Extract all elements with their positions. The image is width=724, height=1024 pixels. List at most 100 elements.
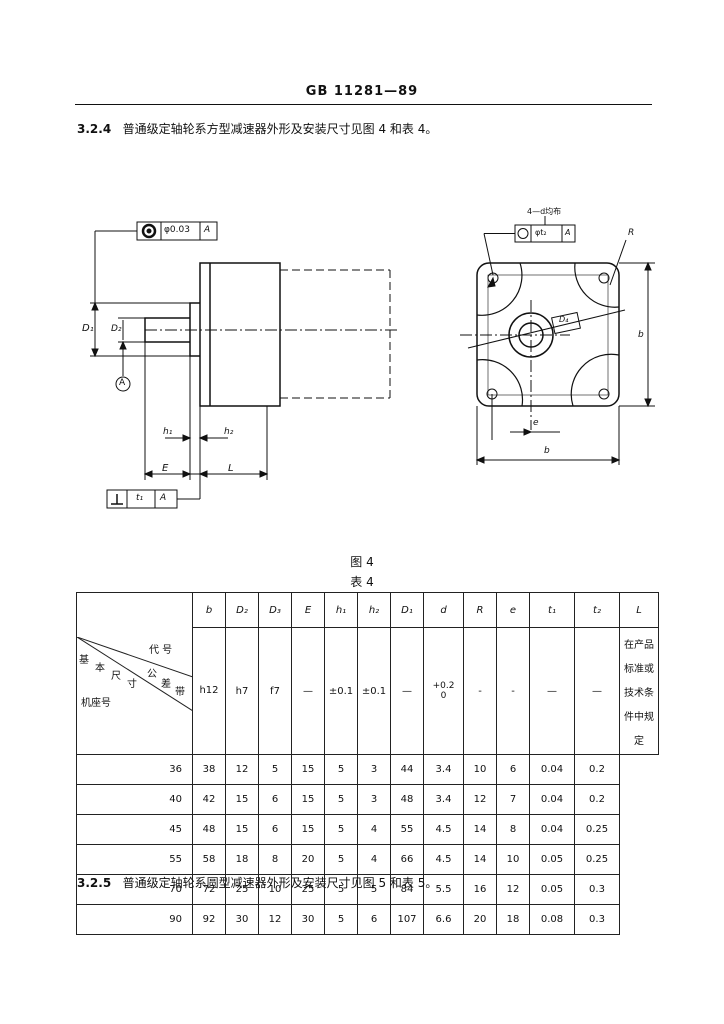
- tol-cell: h7: [225, 627, 259, 755]
- value-cell: 25: [225, 874, 259, 905]
- tol-cell: f7: [258, 627, 292, 755]
- table-caption: 表 4: [350, 575, 374, 589]
- figure-4-drawing: [90, 216, 655, 509]
- col-code: E: [291, 592, 325, 628]
- value-cell: 10: [463, 754, 497, 785]
- label-e: e: [533, 418, 539, 428]
- value-cell: 20: [291, 844, 325, 875]
- value-cell: 48: [390, 784, 424, 815]
- value-cell: 3.4: [423, 754, 464, 785]
- value-cell: 14: [463, 814, 497, 845]
- label-4d-note: 4—d均布: [527, 207, 562, 216]
- value-cell: 0.04: [529, 784, 575, 815]
- col-code: e: [496, 592, 530, 628]
- value-cell: 0.2: [574, 754, 620, 785]
- tol-cell: -: [463, 627, 497, 755]
- section-number: 3.2.4: [77, 122, 112, 136]
- value-cell: 72: [192, 874, 226, 905]
- value-cell: 3.4: [423, 784, 464, 815]
- col-code: t₂: [574, 592, 620, 628]
- section-number: 3.2.5: [77, 876, 112, 890]
- value-cell: 14: [463, 844, 497, 875]
- label-d4: D₄: [559, 315, 569, 324]
- label-l: L: [228, 463, 234, 474]
- value-cell: 107: [390, 904, 424, 935]
- col-code: R: [463, 592, 497, 628]
- value-cell: 0.25: [574, 844, 620, 875]
- label-b-vertical: b: [638, 330, 644, 340]
- value-cell: 4.5: [423, 814, 464, 845]
- figure-caption: 图 4: [350, 555, 374, 569]
- section-3-2-4: 3.2.4 普通级定轴轮系方型减速器外形及安装尺寸见图 4 和表 4。: [77, 120, 437, 137]
- section-text: 普通级定轴轮系方型减速器外形及安装尺寸见图 4 和表 4。: [122, 122, 438, 136]
- tol-cell: —: [390, 627, 424, 755]
- tol-cell: +0.2 0: [423, 627, 464, 755]
- value-cell: 0.04: [529, 814, 575, 845]
- value-cell: 0.05: [529, 874, 575, 905]
- d4-label-box: [551, 311, 581, 335]
- frame-number-cell: 40: [76, 784, 193, 815]
- value-cell: 15: [291, 754, 325, 785]
- l-note-cell: 在产品标准或技术条件中规定: [619, 627, 659, 755]
- section-text: 普通级定轴轮系圆型减速器外形及安装尺寸见图 5 和表 5。: [122, 876, 438, 890]
- col-code: L: [619, 592, 659, 628]
- value-cell: 0.3: [574, 904, 620, 935]
- value-cell: 6: [258, 814, 292, 845]
- tol-bottom-value: t₁: [136, 493, 144, 503]
- value-cell: 4: [357, 844, 391, 875]
- tol-cell: —: [529, 627, 575, 755]
- value-cell: 15: [225, 814, 259, 845]
- value-cell: 12: [496, 874, 530, 905]
- corner-dai: 带: [175, 686, 185, 698]
- mount-hole-br: [598, 388, 610, 400]
- value-cell: 4.5: [423, 844, 464, 875]
- tol-cell: ±0.1: [357, 627, 391, 755]
- value-cell: 12: [225, 754, 259, 785]
- value-cell: 6: [357, 904, 391, 935]
- value-cell: 30: [225, 904, 259, 935]
- value-cell: 44: [390, 754, 424, 785]
- tol-top-datum: A: [204, 225, 211, 235]
- col-code: d: [423, 592, 464, 628]
- frame-number-cell: 36: [76, 754, 193, 785]
- value-cell: 4: [357, 814, 391, 845]
- corner-chi: 尺: [111, 670, 121, 682]
- label-r: R: [628, 228, 635, 238]
- col-code: h₁: [324, 592, 358, 628]
- tol-cell: ±0.1: [324, 627, 358, 755]
- label-h1: h₁: [163, 427, 173, 437]
- value-cell: 5: [324, 784, 358, 815]
- datum-a-label: A: [119, 378, 126, 388]
- col-code: h₂: [357, 592, 391, 628]
- value-cell: 16: [463, 874, 497, 905]
- value-cell: 0.3: [574, 874, 620, 905]
- spec-table: 代 号 基 本 尺 寸 公 差 带 机座号 b D₂ D₃ E h₁ h₂ D₁…: [76, 592, 659, 935]
- corner-jizuohao: 机座号: [81, 697, 111, 709]
- value-cell: 5: [357, 874, 391, 905]
- value-cell: 10: [496, 844, 530, 875]
- value-cell: 42: [192, 784, 226, 815]
- value-cell: 25: [291, 874, 325, 905]
- label-e-len: E: [162, 463, 169, 474]
- value-cell: 30: [291, 904, 325, 935]
- value-cell: 92: [192, 904, 226, 935]
- table-corner-cell: 代 号 基 本 尺 寸 公 差 带 机座号: [76, 592, 193, 755]
- corner-cha: 差: [161, 678, 171, 690]
- value-cell: 15: [291, 784, 325, 815]
- value-cell: 84: [390, 874, 424, 905]
- l-note: 在产品标准或技术条件中规定: [624, 640, 654, 747]
- tol-cell: -: [496, 627, 530, 755]
- value-cell: 5: [258, 754, 292, 785]
- value-cell: 58: [192, 844, 226, 875]
- reducer-body: [199, 262, 281, 407]
- label-b-horizontal: b: [544, 446, 550, 456]
- frame-number-cell: 55: [76, 844, 193, 875]
- col-code: t₁: [529, 592, 575, 628]
- concentricity-symbol: [141, 223, 157, 239]
- value-cell: 12: [463, 784, 497, 815]
- tol-right-value: φt₂: [535, 228, 547, 237]
